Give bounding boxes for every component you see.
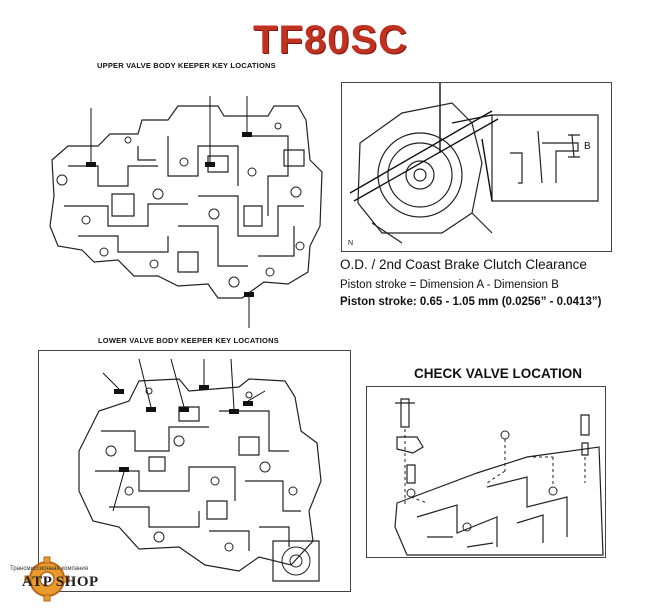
piston-stroke-formula: Piston stroke = Dimension A - Dimension … <box>340 279 559 291</box>
check-valve-heading: CHECK VALVE LOCATION <box>414 366 582 381</box>
page-title: TF80SC <box>253 18 408 62</box>
dimension-b-label: B <box>584 141 591 152</box>
logo-brand: ATP SHOP <box>22 574 99 590</box>
piston-stroke-spec: Piston stroke: 0.65 - 1.05 mm (0.0256” -… <box>340 296 602 308</box>
clutch-clearance-figure: B N <box>341 82 612 252</box>
check-valve-diagram <box>366 386 606 558</box>
figure-n-label: N <box>348 240 353 247</box>
upper-valve-body-caption: UPPER VALVE BODY KEEPER KEY LOCATIONS <box>97 61 276 70</box>
gear-logo-icon <box>24 556 70 602</box>
clearance-heading: O.D. / 2nd Coast Brake Clutch Clearance <box>340 257 587 272</box>
lower-valve-body-caption: LOWER VALVE BODY KEEPER KEY LOCATIONS <box>98 336 279 345</box>
upper-valve-body-diagram <box>38 76 328 330</box>
lower-valve-body-diagram <box>38 350 351 592</box>
atp-shop-logo: Трансмиссионная компания ATP SHOP <box>4 556 124 606</box>
logo-tagline: Трансмиссионная компания <box>10 566 89 572</box>
